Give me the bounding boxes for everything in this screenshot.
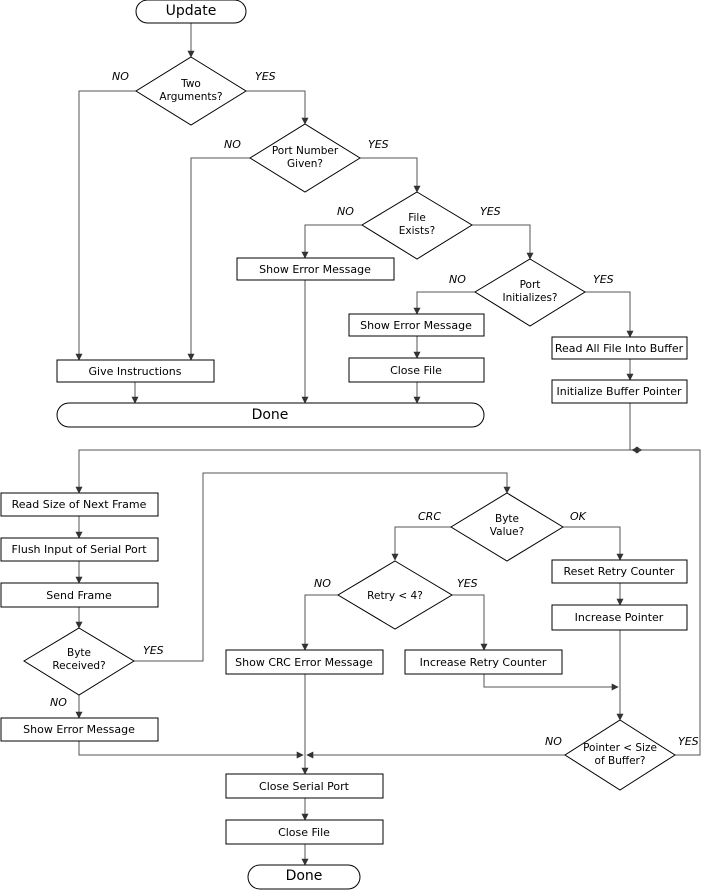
process-show-error-1: Show Error Message [236,257,395,281]
process-label: Close File [390,364,442,377]
process-label: Read All File Into Buffer [555,342,684,355]
connector [629,403,643,454]
connector [563,526,624,561]
branch-label-yes: YES [593,273,614,286]
process-close-serial-port: Close Serial Port [225,773,384,799]
terminal-done-middle-label: Done [252,407,289,423]
process-init-buffer-pointer: Initialize Buffer Pointer [551,379,688,404]
process-label: Show Error Message [360,319,472,332]
process-show-crc-error: Show CRC Error Message [225,649,384,675]
connector [301,594,338,651]
process-label: Increase Pointer [575,611,664,624]
process-label: Reset Retry Counter [564,565,675,578]
branch-label-no: NO [337,205,354,218]
process-label: Close Serial Port [259,780,350,793]
decision-label-line2: Initializes? [503,292,558,304]
terminal-update: Update [135,0,247,24]
branch-labels: NO YES NO YES NO YES NO YES CRC OK NO YE… [50,70,699,748]
connector [631,446,701,756]
process-label: Show Error Message [23,723,135,736]
process-close-file-2: Close File [225,819,384,845]
branch-label-no: NO [50,696,67,709]
connector [134,472,511,662]
branch-label-yes: YES [143,644,164,657]
branch-label-ok: OK [570,510,587,523]
branch-label-yes: YES [480,205,501,218]
process-close-file-1: Close File [348,357,485,383]
process-label: Give Instructions [89,365,182,378]
connector [78,741,304,759]
terminal-done-bottom-label: Done [286,868,323,884]
process-label: Show CRC Error Message [235,656,373,669]
process-read-all-file: Read All File Into Buffer [551,336,688,360]
process-read-size-frame: Read Size of Next Frame [0,492,159,517]
decision-label-line1: Byte [67,647,91,659]
connector [75,449,630,494]
connector [360,157,421,193]
process-increase-pointer: Increase Pointer [551,604,688,631]
decision-label-line1: Byte [495,513,519,525]
decision-label-line2: Given? [287,158,323,170]
decision-retry-lt-4: Retry < 4? [337,560,453,630]
decision-label-line1: Port Number [272,145,339,157]
branch-label-no: NO [224,138,241,151]
branch-label-no: NO [449,273,466,286]
process-label: Read Size of Next Frame [12,498,147,511]
process-reset-retry: Reset Retry Counter [551,559,688,584]
connector [472,224,534,260]
decision-two-arguments: Two Arguments? [135,56,247,126]
process-show-error-2: Show Error Message [348,313,485,337]
connector [187,157,250,361]
decision-port-initializes: Port Initializes? [474,258,586,327]
decision-label-line2: of Buffer? [595,755,646,767]
decision-label-line1: Retry < 4? [367,590,423,602]
decision-label-line1: Pointer < Size [583,742,657,754]
connectors [75,23,701,866]
branch-label-yes: YES [678,735,699,748]
decision-label-line1: Port [520,279,541,291]
decision-label-line2: Arguments? [159,91,222,103]
decision-label-line2: Received? [52,660,105,672]
process-label: Close File [278,826,330,839]
process-send-frame: Send Frame [0,582,159,608]
connector [585,291,634,338]
process-label: Send Frame [46,589,112,602]
connector [301,224,362,259]
connector [246,90,309,125]
terminal-done-middle: Done [56,402,485,428]
process-give-instructions: Give Instructions [56,359,215,383]
decision-byte-received: Byte Received? [23,627,135,696]
branch-label-no: NO [545,735,562,748]
decision-label-line2: Value? [490,526,524,538]
decision-file-exists: File Exists? [361,191,473,260]
terminal-done-bottom: Done [247,864,361,890]
process-label: Flush Input of Serial Port [11,543,147,556]
decision-label-line1: Two [180,78,201,90]
branch-label-no: NO [112,70,129,83]
connector [413,291,475,315]
connector [483,674,619,691]
process-flush-input: Flush Input of Serial Port [0,537,159,562]
branch-label-no: NO [314,577,331,590]
process-show-error-3: Show Error Message [0,717,159,742]
connector [391,526,451,561]
branch-label-yes: YES [457,577,478,590]
branch-label-crc: CRC [418,510,441,523]
process-label: Increase Retry Counter [420,656,547,669]
process-label: Initialize Buffer Pointer [556,385,681,398]
decision-label-line1: File [408,212,426,224]
connector [75,90,136,361]
branch-label-yes: YES [255,70,276,83]
process-label: Show Error Message [259,263,371,276]
decision-pointer-lt-size: Pointer < Size of Buffer? [564,719,676,791]
connector [452,594,488,651]
terminal-update-label: Update [166,3,217,19]
branch-label-yes: YES [368,138,389,151]
decision-label-line2: Exists? [399,225,435,237]
process-increase-retry: Increase Retry Counter [404,649,563,675]
decision-byte-value: Byte Value? [450,492,564,562]
decision-port-number-given: Port Number Given? [249,123,361,193]
